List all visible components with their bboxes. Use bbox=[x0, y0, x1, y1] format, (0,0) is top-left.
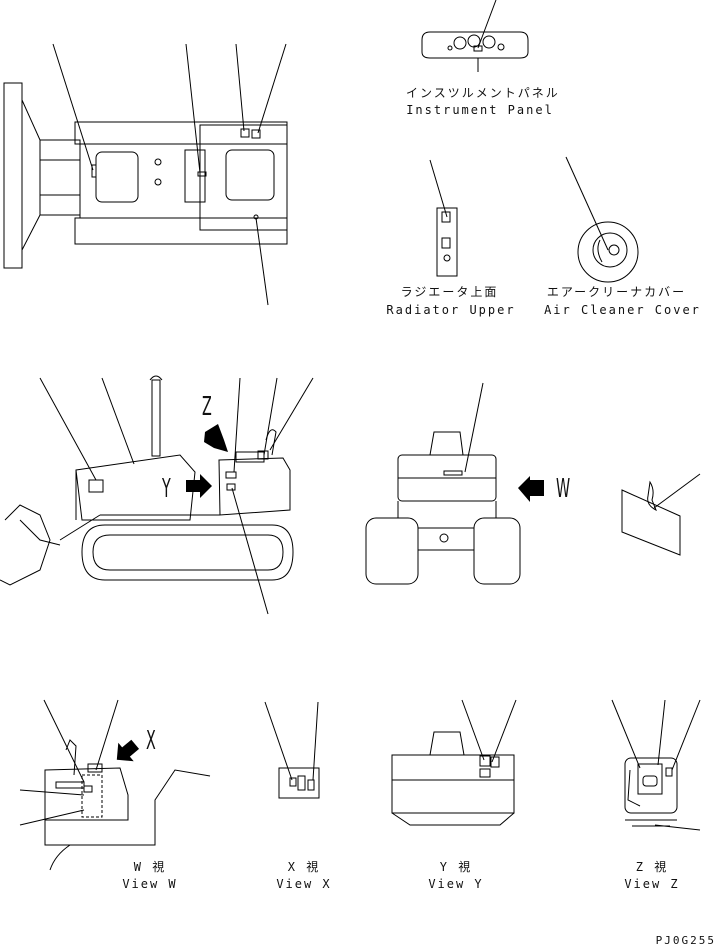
view-letter-w: W bbox=[556, 474, 571, 504]
rear-view-bulldozer bbox=[365, 382, 544, 585]
air-cleaner-cover-label-en: Air Cleaner Cover bbox=[544, 303, 701, 317]
air-cleaner-cover-drawing bbox=[565, 156, 639, 283]
view-letter-x: X bbox=[146, 726, 156, 756]
drawing-code: PJ0G255 bbox=[655, 934, 716, 947]
view-z-label-en: View Z bbox=[624, 877, 680, 891]
view-x-label-jp: X 視 bbox=[287, 860, 321, 874]
view-y-drawing bbox=[391, 699, 517, 826]
view-w-label-en: View W bbox=[122, 877, 178, 891]
view-y-label-en: View Y bbox=[428, 877, 484, 891]
radiator-upper-label-jp: ラジエータ上面 bbox=[400, 285, 499, 299]
radiator-upper-drawing bbox=[429, 159, 458, 277]
view-y-label-jp: Y 視 bbox=[439, 860, 473, 874]
radiator-upper-label-en: Radiator Upper bbox=[386, 303, 516, 317]
instrument-panel-drawing bbox=[421, 0, 529, 72]
decal-plate-drawing bbox=[621, 473, 701, 556]
view-w-drawing bbox=[19, 699, 211, 871]
view-x-drawing bbox=[264, 701, 320, 799]
view-z-drawing bbox=[611, 699, 701, 831]
instrument-panel-label-jp: インスツルメントパネル bbox=[406, 86, 560, 100]
view-letter-y: Y bbox=[162, 474, 171, 504]
air-cleaner-cover-label-jp: エアークリーナカバー bbox=[546, 285, 687, 299]
instrument-panel-label-en: Instrument Panel bbox=[406, 103, 554, 117]
view-w-label-jp: W 視 bbox=[133, 860, 167, 874]
top-view-bulldozer bbox=[3, 43, 288, 306]
view-x-label-en: View X bbox=[276, 877, 332, 891]
side-view-bulldozer bbox=[0, 375, 314, 615]
view-letter-z: Z bbox=[202, 392, 212, 422]
view-z-label-jp: Z 視 bbox=[635, 860, 669, 874]
